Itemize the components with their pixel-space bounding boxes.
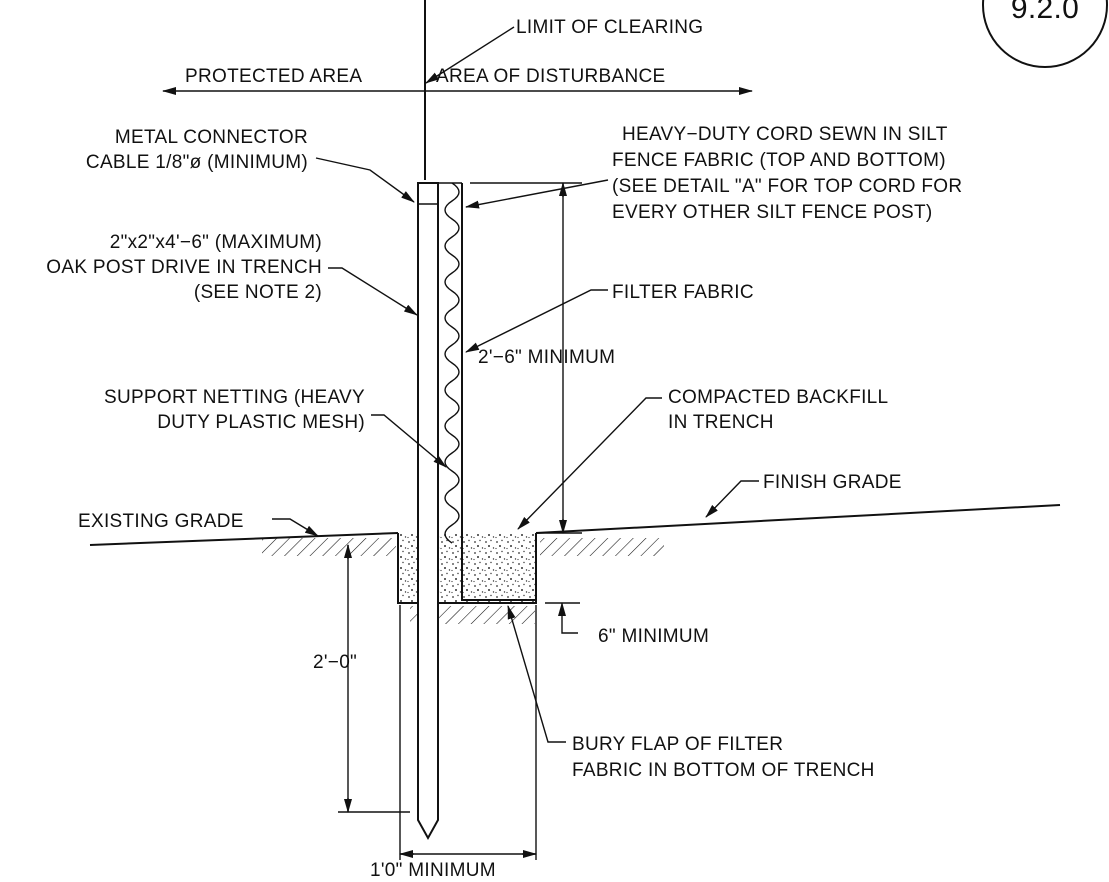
metal-connector-label-1: METAL CONNECTOR	[115, 127, 308, 148]
limit-of-clearing-leader	[425, 26, 515, 84]
existing-grade-leader	[272, 518, 319, 537]
cord-leader	[465, 179, 609, 209]
support-netting-label-2: DUTY PLASTIC MESH)	[157, 412, 365, 433]
post-leader	[328, 267, 418, 316]
oak-post	[417, 182, 439, 841]
detail-callout: 9.2.0	[982, 0, 1108, 68]
finish-grade-line	[535, 504, 1061, 534]
bury-flap-label-1: BURY FLAP OF FILTER	[572, 734, 783, 755]
limit-of-clearing-label: LIMIT OF CLEARING	[516, 17, 703, 38]
post-label-1: 2"x2"x4'−6" (MAXIMUM)	[110, 232, 322, 253]
cord-label-3: (SEE DETAIL "A" FOR TOP CORD FOR	[612, 176, 962, 197]
cord-label-4: EVERY OTHER SILT FENCE POST)	[612, 202, 933, 223]
soil-hatch-right	[540, 538, 664, 556]
finish-grade-label: FINISH GRADE	[763, 472, 902, 493]
bury-flap-leader	[507, 605, 566, 743]
detail-circle	[982, 0, 1108, 68]
protected-area-label: PROTECTED AREA	[185, 66, 362, 87]
cord-label-2: FENCE FABRIC (TOP AND BOTTOM)	[612, 150, 946, 171]
backfill-label-2: IN TRENCH	[668, 412, 774, 433]
cord-label-1: HEAVY−DUTY CORD SEWN IN SILT	[622, 124, 948, 145]
filter-fabric	[461, 183, 536, 601]
metal-connector-leader	[315, 157, 415, 203]
detail-number: 9.2.0	[1011, 0, 1079, 25]
existing-grade-line	[89, 532, 399, 546]
filter-fabric-label: FILTER FABRIC	[612, 282, 754, 303]
bury-flap-label-2: FABRIC IN BOTTOM OF TRENCH	[572, 760, 875, 781]
area-of-disturbance-label: AREA OF DISTURBANCE	[436, 66, 666, 87]
depth-dim-leader	[561, 614, 578, 634]
metal-connector-label-2: CABLE 1/8"ø (MINIMUM)	[86, 152, 308, 173]
post-label-2: OAK POST DRIVE IN TRENCH	[46, 257, 322, 278]
embed-dim-label: 2'−0"	[313, 652, 357, 673]
post-label-3: (SEE NOTE 2)	[194, 282, 322, 303]
backfill-label-1: COMPACTED BACKFILL	[668, 387, 888, 408]
depth-dim-label: 6" MINIMUM	[598, 626, 709, 647]
width-dim-label: 1'0" MINIMUM	[370, 860, 496, 881]
support-netting-label-1: SUPPORT NETTING (HEAVY	[104, 387, 365, 408]
finish-grade-leader	[705, 480, 759, 518]
backfill-leader	[517, 397, 662, 530]
filter-fabric-leader	[465, 289, 608, 353]
existing-grade-label: EXISTING GRADE	[78, 511, 244, 532]
support-netting-leader	[371, 414, 447, 468]
height-dim-label: 2'−6" MINIMUM	[478, 347, 615, 368]
soil-hatch-left	[262, 538, 396, 556]
support-netting	[444, 182, 460, 544]
trench-outline	[397, 533, 537, 604]
soil-hatch-bottom	[410, 606, 535, 624]
